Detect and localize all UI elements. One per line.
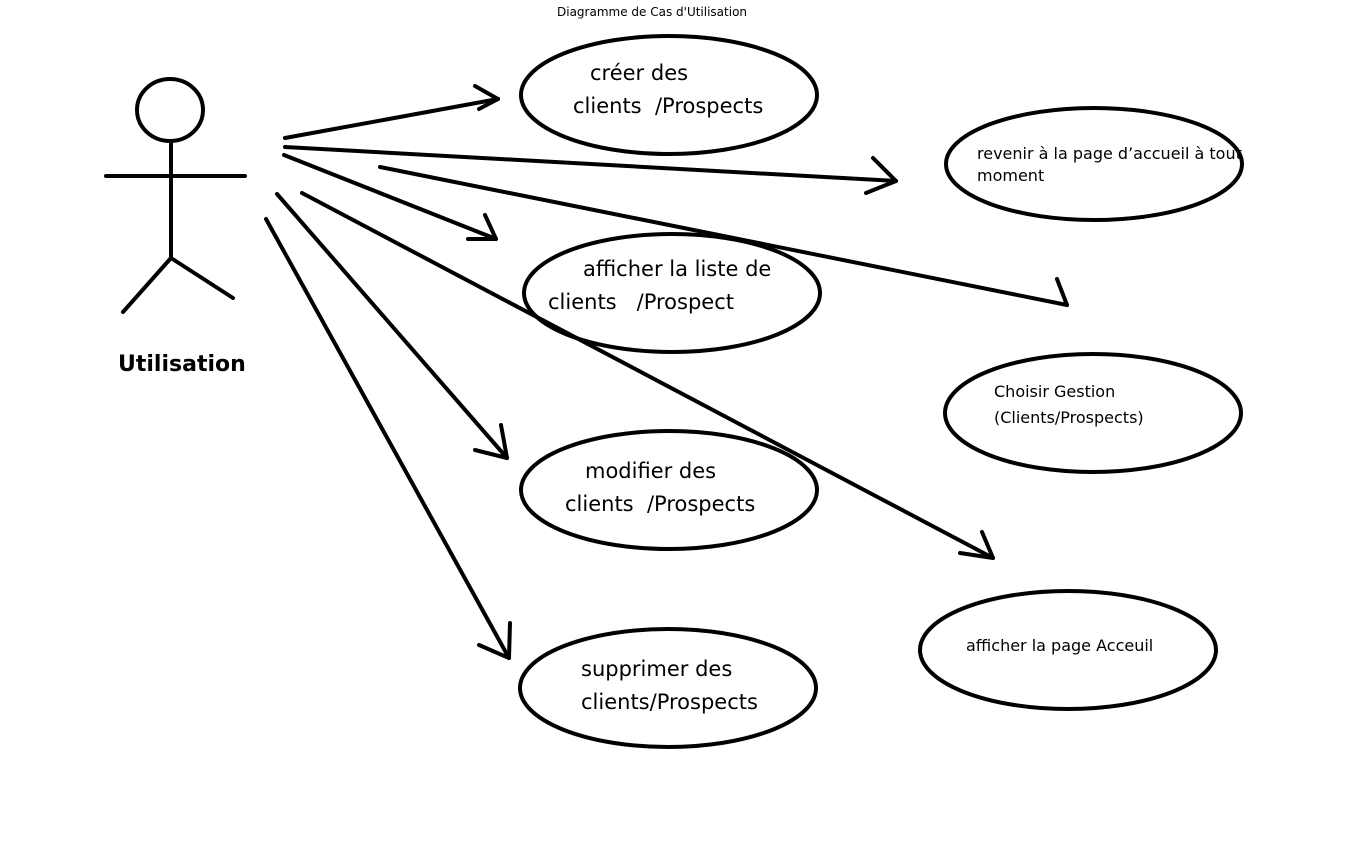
use-case-modifier-line2: clients /Prospects [565,492,756,516]
use-case-modifier-ellipse [519,429,819,551]
arrow-to-afficher-accueil [300,191,995,560]
use-case-creer-ellipse [519,34,819,156]
use-case-afficher-liste-line2: clients /Prospect [548,290,735,314]
use-case-creer-line1: créer des [590,61,689,85]
arrow-to-afficher-liste [282,153,498,241]
arrow-to-supprimer [264,217,512,660]
use-case-choisir-line1: Choisir Gestion [994,382,1116,401]
use-case-creer-line2: clients /Prospects [573,94,764,118]
use-case-revenir-line2: moment [977,166,1045,185]
diagram-title: Diagramme de Cas d'Utilisation [557,5,748,19]
use-case-modifier-line1: modifier des [585,459,717,483]
actor-figure [104,77,247,314]
actor-head [135,77,205,143]
use-case-supprimer-line1: supprimer des [581,657,733,681]
use-case-choisir-ellipse [943,352,1243,474]
arrow-to-creer [283,84,500,140]
use-case-afficher-accueil-ellipse [918,589,1218,711]
use-case-revenir-ellipse [944,106,1244,222]
arrow-to-modifier [275,192,509,460]
use-case-choisir-line2: (Clients/Prospects) [994,408,1144,427]
actor-right-leg [169,256,235,300]
actor-label: Utilisation [118,352,246,377]
actor-left-leg [121,256,173,314]
use-case-revenir-line1: revenir à la page d’accueil à tout [977,144,1242,163]
use-case-supprimer-line2: clients/Prospects [581,690,758,714]
use-case-supprimer-ellipse [518,627,818,749]
use-case-afficher-liste-ellipse [522,232,822,354]
use-case-afficher-accueil-line1: afficher la page Acceuil [966,636,1154,655]
arrow-to-choisir [378,165,1069,307]
use-case-afficher-liste-line1: afficher la liste de [583,257,772,281]
arrow-to-revenir [283,145,898,195]
